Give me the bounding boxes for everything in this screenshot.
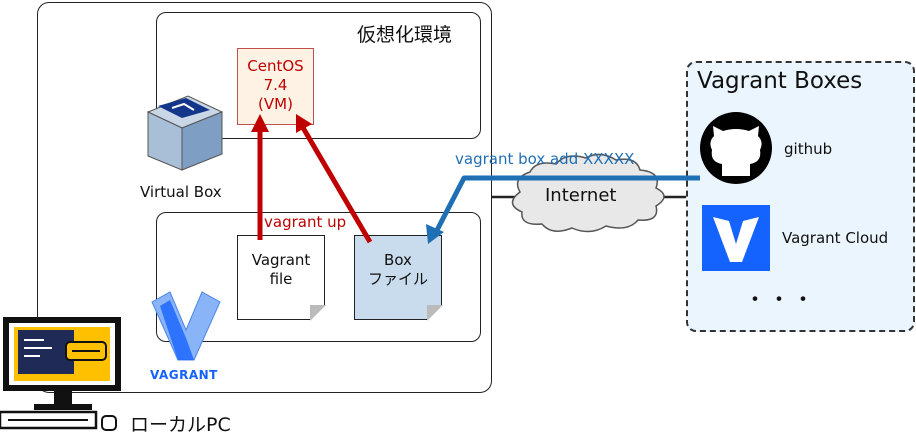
box-to-vm-arrow [296,114,373,244]
github-label: github [784,140,833,158]
vagrant-boxes-title: Vagrant Boxes [697,68,863,94]
vagrant-logo-icon [151,291,221,361]
virtualization-label: 仮想化環境 [357,24,453,46]
page-fold [309,304,326,321]
internet-label: Internet [545,185,617,206]
github-icon [700,112,772,184]
boxfile-line2: ファイル [367,270,428,288]
computer-icon [0,317,121,431]
vagrant-up-command: vagrant up [264,213,347,231]
vagrantfile-document: Vagrant file [237,235,326,321]
more-ellipsis: ・・・ [744,288,817,313]
vagrant-cloud-label: Vagrant Cloud [782,229,889,247]
vagrant-cloud-icon [702,205,770,271]
centos-version: 7.4 [263,76,288,94]
centos-name: CentOS [247,57,304,75]
vagrant-up-arrow [251,114,269,240]
vagrantfile-line1: Vagrant [251,251,311,269]
vagrantfile-line2: file [269,270,293,288]
internet-cloud-icon [511,153,665,233]
vagrant-logo-text: VAGRANT [150,368,218,382]
centos-vm-box: CentOS 7.4 (VM) [237,48,314,125]
vagrant-boxes-panel [686,61,915,332]
centos-vm-tag: (VM) [258,95,293,113]
local-pc-label: ローカルPC [130,414,231,436]
box-add-arrow [426,175,700,244]
virtualbox-icon [146,95,224,171]
box-add-command: vagrant box add XXXXX [455,150,635,168]
page-fold [426,304,443,321]
box-file-document: Box ファイル [354,235,443,321]
boxfile-line1: Box [384,251,412,269]
virtualbox-label: Virtual Box [140,183,222,201]
